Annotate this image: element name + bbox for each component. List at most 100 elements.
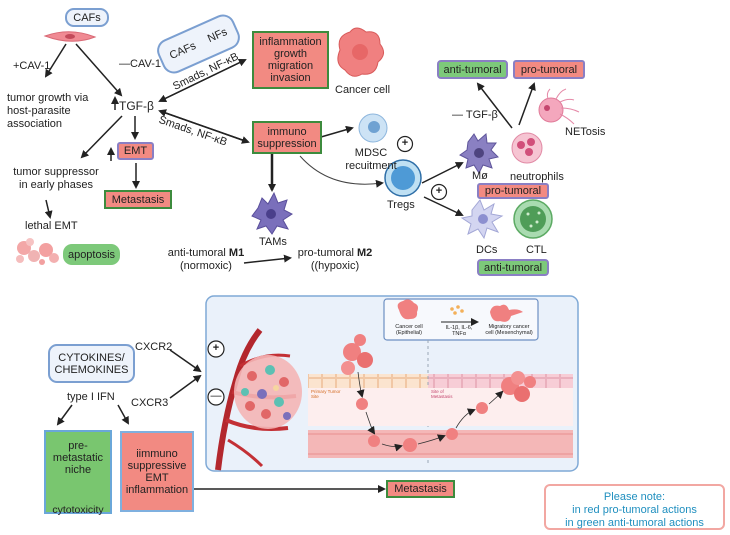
immuno-suppressive-line: iimmuno [136,447,178,460]
tumor-mass-icon [234,355,302,429]
tregs-label: Tregs [387,199,415,211]
inset-cancer-line: (Epithelial) [396,330,422,336]
plus-sign-2: + [435,185,443,197]
primary-site-line: Site [311,394,319,399]
nfs-small-label: NFs [205,25,230,46]
treg-cell-icon [384,159,422,197]
inset-cancer-label: Cancer cell (Epithelial) [387,324,431,336]
m2-sub: ((hypoxic) [310,260,360,272]
plus-sign-3: + [212,342,220,354]
dendritic-cell-icon [460,199,504,240]
epithelium-right [428,374,573,388]
cafs-small-label: CAFs [167,39,198,63]
primary-site-line: Primary Tumor [311,389,341,394]
emt-label: EMT [123,145,148,157]
plus-sign-1: + [401,137,409,149]
m2-label: pro-tumoral M2 ((hypoxic) [290,247,380,273]
m2-prefix: pro-tumoral [297,247,357,259]
neutrophils-label: neutrophils [510,171,564,183]
arrow-caf-plus [44,43,67,78]
ctl-cell-icon [513,199,553,239]
pro-tumoral-label: pro-tumoral [520,63,578,76]
anti-tumoral-top-box: anti-tumoral [437,60,508,79]
pro-tumoral-top-box: pro-tumoral [513,60,585,79]
inflammation-line: inflammation [259,36,322,48]
mdsc-label: MDSC recuitment [341,147,401,173]
legend-note-box: Please note: in red pro-tumoral actions … [544,484,725,530]
ctl-label: CTL [526,244,547,256]
caf-cell-icon [43,31,97,42]
cytokines-line: CYTOKINES/ [58,351,125,364]
m2-bold: M2 [357,247,373,259]
primary-site-label: Primary Tumor Site [311,389,341,399]
cafs-box: CAFs [65,8,109,27]
migrating-cancer-cells-icon [341,334,536,452]
mdsc-line: MDSC [354,147,388,159]
cancer-cell-icon [337,27,384,77]
apoptotic-cells-icon [16,238,59,265]
cytotoxicity-label: cytotoxicity [52,504,104,516]
netosis-label: NETosis [565,126,606,138]
tumor-growth-line: association [7,118,63,130]
immuno-suppressive-box: iimmuno suppressive EMT inflammation [120,431,194,512]
cytokines-box: CYTOKINES/ CHEMOKINES [48,344,135,383]
cafs-label: CAFs [73,11,101,24]
tam-cell-icon [251,191,293,235]
dcs-label: DCs [476,244,498,256]
cancer-cell-label: Cancer cell [335,84,391,96]
metastasis-top-box: Metastasis [104,190,172,209]
type-ifn-label: type I IFN [67,391,115,403]
pro-tumoral-mid-box: pro-tumoral [477,183,549,199]
tumor-suppressor-line: tumor suppressor [13,166,99,178]
inset-cancer-line: Cancer cell [395,324,423,330]
note-line: in red pro-tumoral actions [572,504,697,516]
immuno-suppression-box: immuno suppression [252,121,322,154]
minus-sign: — [210,390,222,402]
lethal-emt-label: lethal EMT [25,220,78,232]
inflammation-line: growth [273,48,308,60]
m1-bold: M1 [228,247,245,259]
plus-cav1-label: +CAV-1 [13,60,51,72]
anti-tumoral-bottom-box: anti-tumoral [477,259,549,276]
immuno-suppressive-line: inflammation [125,483,189,496]
tams-label: TAMs [259,236,287,248]
mdsc-cell-icon [358,113,388,143]
immuno-line: suppression [257,137,317,150]
inflammation-line: invasion [270,72,311,84]
metastasis-label: Metastasis [394,483,447,495]
inset-migratory-line: cell (Mesenchymal) [485,330,533,336]
tumor-suppressor-line: in early phases [19,179,93,191]
metastasis-site-line: Site of [431,389,444,394]
immuno-suppressive-line: EMT [145,471,169,484]
inset-cytokines-line: TNFα [452,331,466,337]
note-line: in green anti-tumoral actions [565,517,704,529]
minus-tgf-label: — TGF-β [452,109,498,121]
m1-prefix: anti-tumoral [167,247,229,259]
cytokines-line: CHEMOKINES [54,363,129,376]
inset-cytokines-line: IL-1β, IL-6, [445,325,473,331]
tumor-suppressor-text: tumor suppressor in early phases [8,166,104,192]
tumor-growth-line: tumor growth via [7,92,89,104]
netosis-icon [538,88,580,125]
inflammation-line: migration [267,60,314,72]
neutrophil-cell-icon [511,132,543,164]
immuno-suppressive-line: suppressive [127,459,187,472]
plus-circle-icon [396,135,414,153]
m1-sub: (normoxic) [180,260,232,272]
tumor-growth-line: host-parasite [7,105,71,117]
pro-tumoral-label: pro-tumoral [484,185,542,197]
pre-metastatic-line: metastatic [52,452,104,464]
metastasis-site-line: Metastasis [431,394,453,399]
inset-cytokines-label: IL-1β, IL-6, TNFα [438,325,480,337]
macrophage-cell-icon [459,132,499,175]
minus-circle-icon [207,388,225,406]
pre-metastatic-line: niche [64,464,92,476]
metastasis-site-label: Site of Metastasis [431,389,453,399]
inset-migratory-line: Migratory cancer [488,324,530,330]
macrophage-label: Mø [472,170,488,182]
arrow-caf-minus [75,43,123,97]
apoptosis-label: apoptosis [67,248,116,261]
metastasis-label: Metastasis [111,193,165,206]
tgf-beta-label: TGF-β [119,99,154,113]
